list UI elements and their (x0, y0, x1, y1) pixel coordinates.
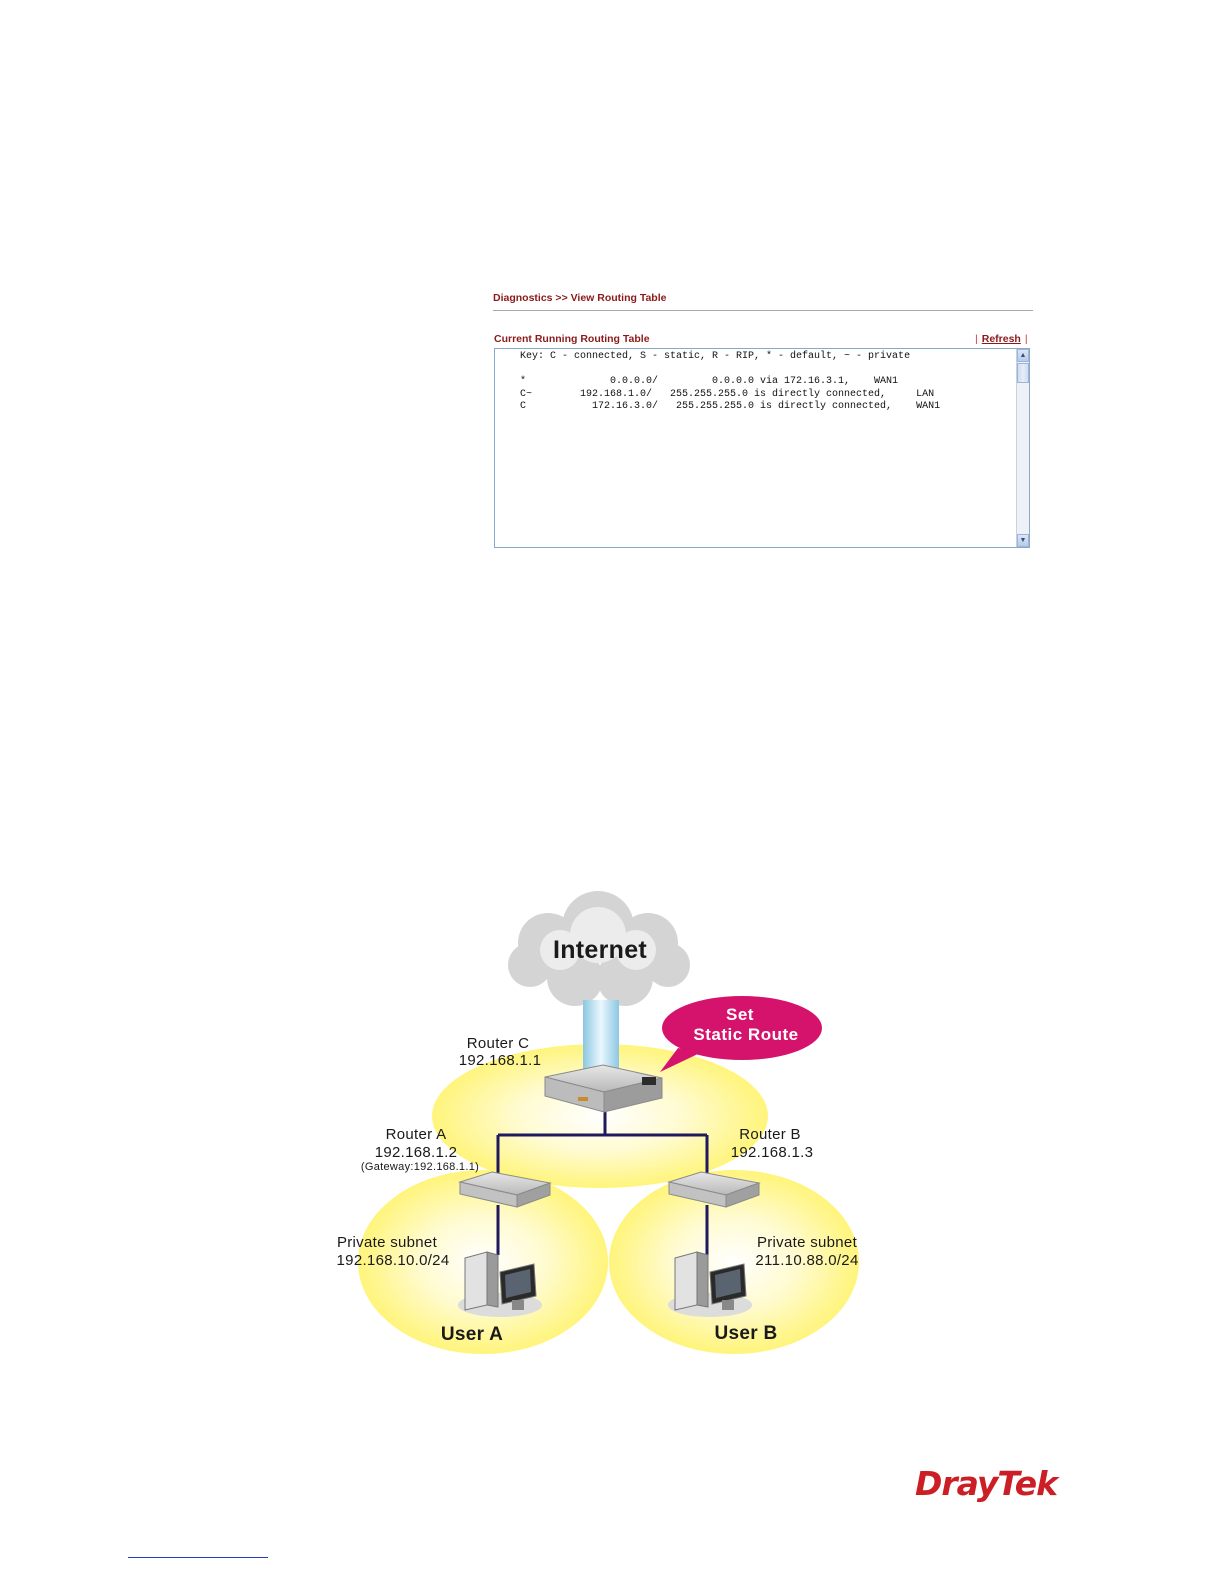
lan-links (496, 1112, 709, 1255)
subnet-a-label: Private subnet (336, 1234, 438, 1251)
static-route-callout (660, 996, 822, 1072)
footer-rule (128, 1557, 268, 1558)
scroll-up-arrow-icon[interactable]: ▲ (1017, 349, 1029, 362)
user-b-computer-icon (668, 1251, 752, 1317)
router-a-ip: 192.168.1.2 (374, 1144, 458, 1161)
router-b-name: Router B (739, 1126, 801, 1143)
router-b-icon (667, 1171, 761, 1208)
scroll-thumb[interactable] (1017, 363, 1029, 383)
subnet-b-label: Private subnet (756, 1234, 858, 1251)
router-b-ip: 192.168.1.3 (730, 1144, 814, 1161)
callout-line-1: Set (726, 1005, 754, 1024)
subnet-a-ip: 192.168.10.0/24 (336, 1252, 450, 1269)
separator: | (1024, 333, 1028, 345)
router-a-gateway: (Gateway:192.168.1.1) (360, 1161, 480, 1173)
refresh-link[interactable]: Refresh (981, 333, 1021, 345)
vertical-scrollbar[interactable]: ▲ ▼ (1016, 349, 1029, 547)
user-a-computer-icon (458, 1251, 542, 1317)
router-a-icon (458, 1171, 552, 1208)
routing-entry: C~ 192.168.1.0/ 255.255.255.0 is directl… (520, 388, 935, 400)
routing-entry: * 0.0.0.0/ 0.0.0.0 via 172.16.3.1, WAN1 (520, 376, 899, 387)
subnet-b-ip: 211.10.88.0/24 (755, 1252, 859, 1269)
routing-entry: C 172.16.3.0/ 255.255.255.0 is directly … (520, 401, 941, 412)
scroll-down-arrow-icon[interactable]: ▼ (1017, 534, 1029, 547)
router-c-icon (544, 1064, 663, 1113)
breadcrumb-divider (493, 310, 1033, 311)
user-b-label: User B (714, 1323, 778, 1344)
callout-line-2: Static Route (693, 1025, 799, 1044)
user-a-label: User A (440, 1324, 504, 1345)
routing-table-title: Current Running Routing Table (494, 333, 650, 345)
routing-table-content: Key: C - connected, S - static, R - RIP,… (520, 351, 940, 414)
router-c-zone (432, 1044, 768, 1188)
refresh-link-group: |Refresh| (971, 333, 1032, 345)
router-a-name: Router A (385, 1126, 447, 1143)
router-c-name: Router C (466, 1035, 530, 1052)
draytek-logo: DrayTek (915, 1464, 1058, 1503)
router-c-ip: 192.168.1.1 (458, 1052, 542, 1069)
internet-uplink (583, 1000, 619, 1072)
routing-key-line: Key: C - connected, S - static, R - RIP,… (520, 351, 911, 362)
internet-label: Internet (552, 936, 648, 964)
separator: | (975, 333, 978, 345)
breadcrumb: Diagnostics >> View Routing Table (493, 292, 667, 304)
routing-table-textarea[interactable] (494, 348, 1030, 548)
